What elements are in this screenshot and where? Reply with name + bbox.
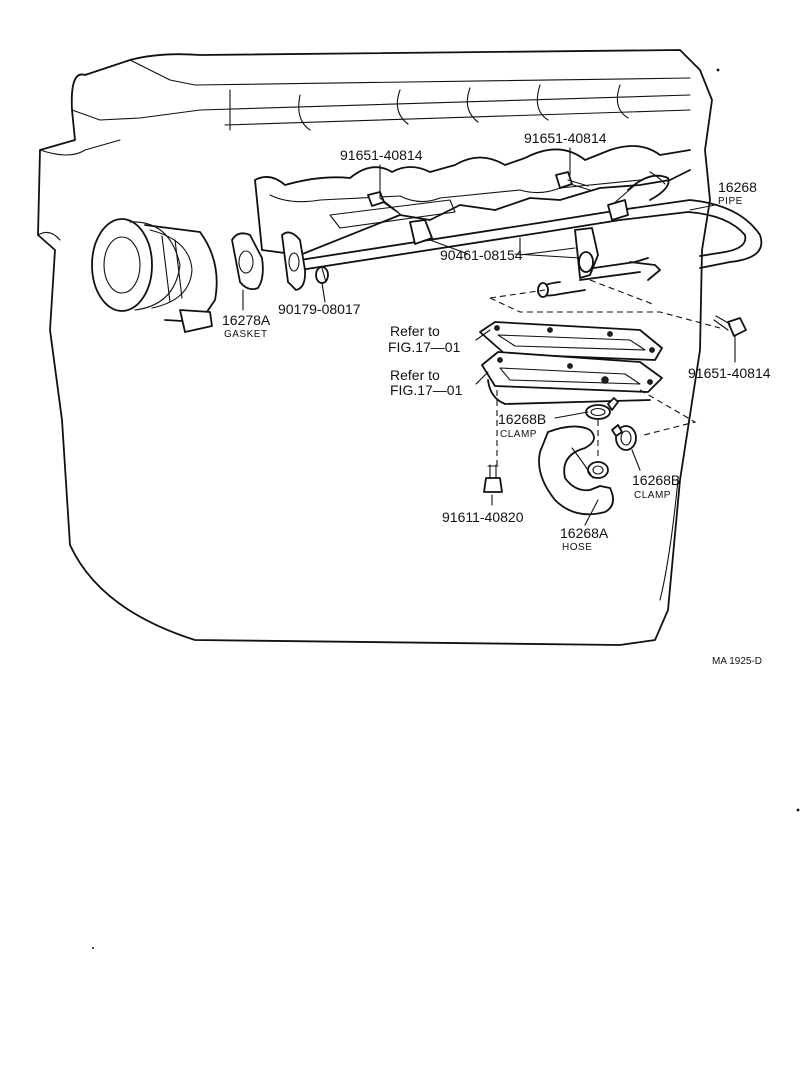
cover-plates xyxy=(479,321,663,405)
bolts xyxy=(315,171,747,493)
refer-1-line2: FIG.17—01 xyxy=(388,339,461,355)
clamp-1-part-number: 16268B xyxy=(498,411,546,427)
water-pump-pulley xyxy=(91,218,218,333)
refer-2-line2: FIG.17—01 xyxy=(390,382,463,398)
clamp-2-part-number: 16268B xyxy=(632,472,680,488)
scan-specks xyxy=(92,68,800,949)
stud xyxy=(315,266,329,284)
bolt-bottom xyxy=(483,464,503,493)
bolt-top-right xyxy=(555,171,591,191)
clamp-1-part-name: CLAMP xyxy=(500,429,537,440)
figure-code: MA 1925-D xyxy=(712,656,762,667)
water-pipe xyxy=(299,171,763,298)
pipe-clip xyxy=(409,199,629,279)
gasket-part-number: 16278A xyxy=(222,312,271,328)
stud-label: 90179-08017 xyxy=(278,301,361,317)
hose xyxy=(538,425,614,516)
pipe-part-name: PIPE xyxy=(718,196,743,207)
pipe-part-number: 16268 xyxy=(718,179,757,195)
bolt-right xyxy=(713,315,747,337)
labels: 16268 PIPE 91651-40814 91651-40814 91651… xyxy=(222,130,771,667)
bolt-right-label: 91651-40814 xyxy=(688,365,771,381)
clamp-lower xyxy=(611,424,637,451)
clamp-upper xyxy=(585,397,619,420)
engine-block xyxy=(37,49,713,646)
clip-label: 90461-08154 xyxy=(440,247,523,263)
bolt-top-left-label: 91651-40814 xyxy=(340,147,423,163)
bolt-bottom-label: 91611-40820 xyxy=(442,509,524,525)
assembly-lines xyxy=(489,279,721,465)
clamp-2-part-name: CLAMP xyxy=(634,490,671,501)
hose-part-number: 16268A xyxy=(560,525,609,541)
bolt-top-left xyxy=(367,191,401,215)
gasket xyxy=(231,231,306,291)
refer-1-line1: Refer to xyxy=(390,323,440,339)
bolt-top-right-label: 91651-40814 xyxy=(524,130,607,146)
gasket-part-name: GASKET xyxy=(224,329,268,340)
refer-2-line1: Refer to xyxy=(390,367,440,383)
leader-lines xyxy=(242,147,736,526)
hose-part-name: HOSE xyxy=(562,542,592,553)
